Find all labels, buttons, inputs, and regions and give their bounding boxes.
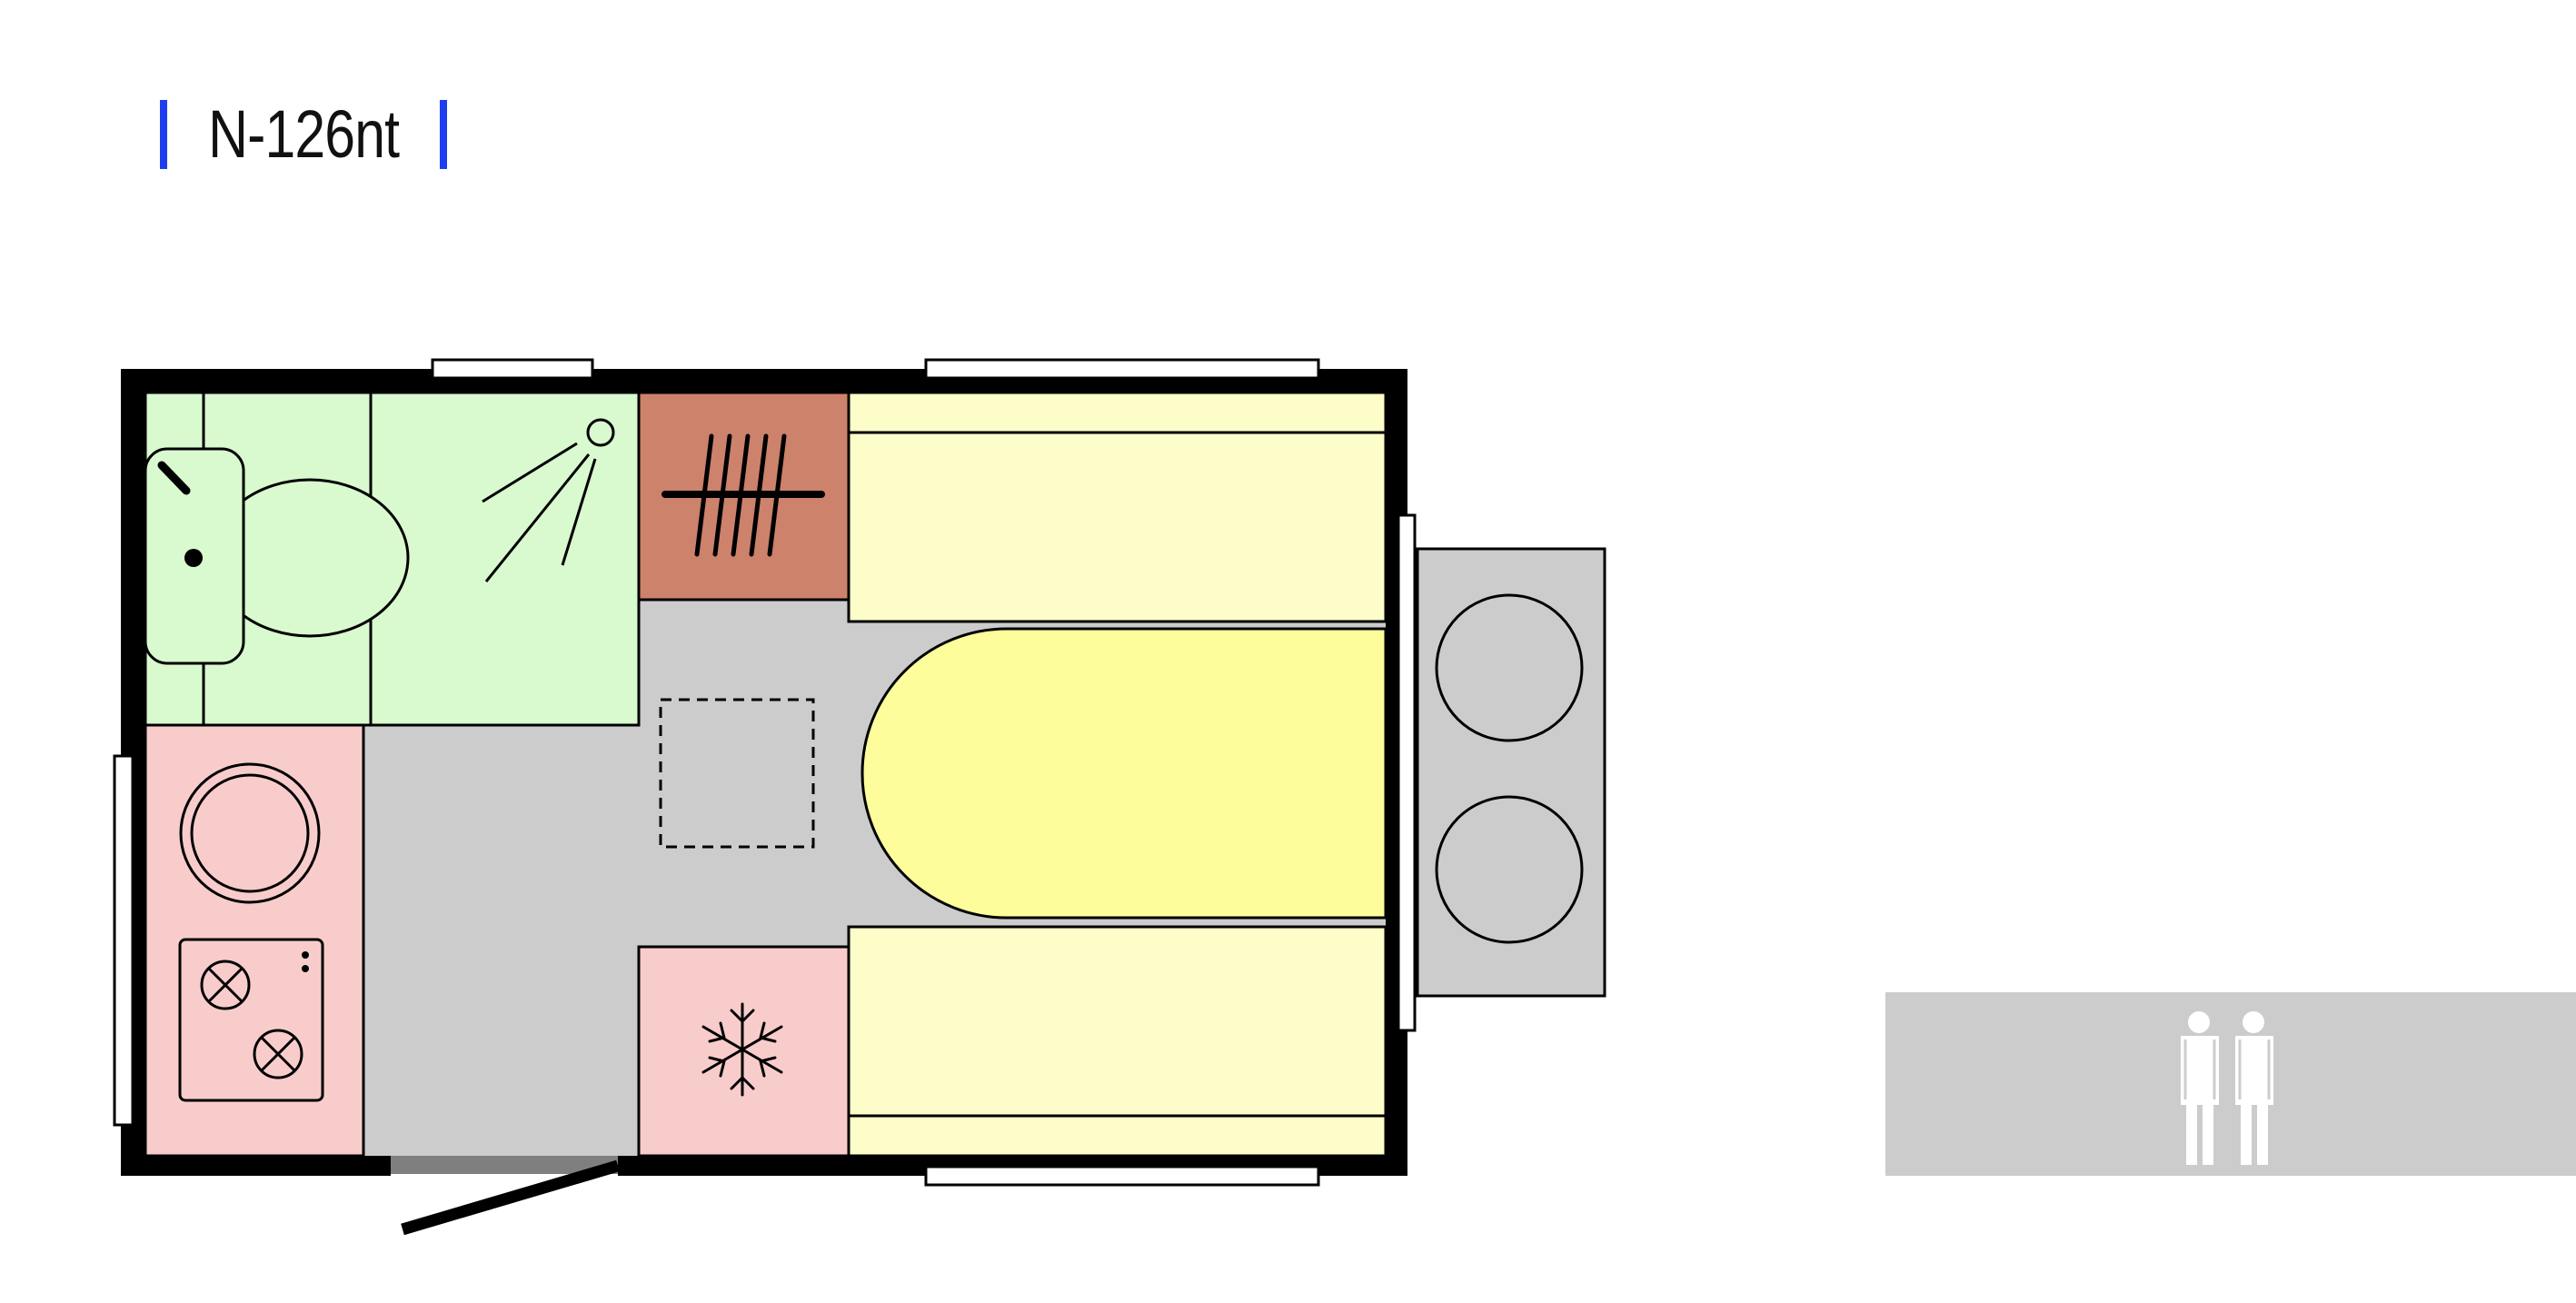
skylight — [659, 698, 815, 849]
entrance-door — [391, 1156, 620, 1236]
hob-icon — [178, 938, 324, 1102]
hanger-icon — [661, 433, 825, 557]
person-icon — [2181, 1011, 2219, 1165]
wardrobe — [637, 391, 850, 602]
shower-icon — [482, 418, 615, 582]
snowflake-icon — [701, 1002, 783, 1097]
sink-icon — [179, 762, 321, 904]
title-accent-bar-right — [440, 100, 448, 169]
rear-storage-box — [1416, 547, 1606, 998]
model-title: N-126nt — [208, 96, 400, 172]
model-title-block: N-126nt — [160, 89, 448, 180]
gas-bottle-icon — [1435, 593, 1584, 742]
fridge — [637, 945, 850, 1158]
occupancy-panel — [1885, 992, 2576, 1176]
bathroom — [144, 391, 641, 727]
washbasin-icon — [157, 461, 203, 567]
gas-bottle-icon — [1435, 795, 1584, 944]
dinette-table — [860, 627, 1387, 920]
person-icon — [2235, 1011, 2273, 1165]
kitchen — [144, 723, 365, 1158]
window — [113, 358, 1417, 1187]
title-accent-bar-left — [160, 100, 167, 169]
